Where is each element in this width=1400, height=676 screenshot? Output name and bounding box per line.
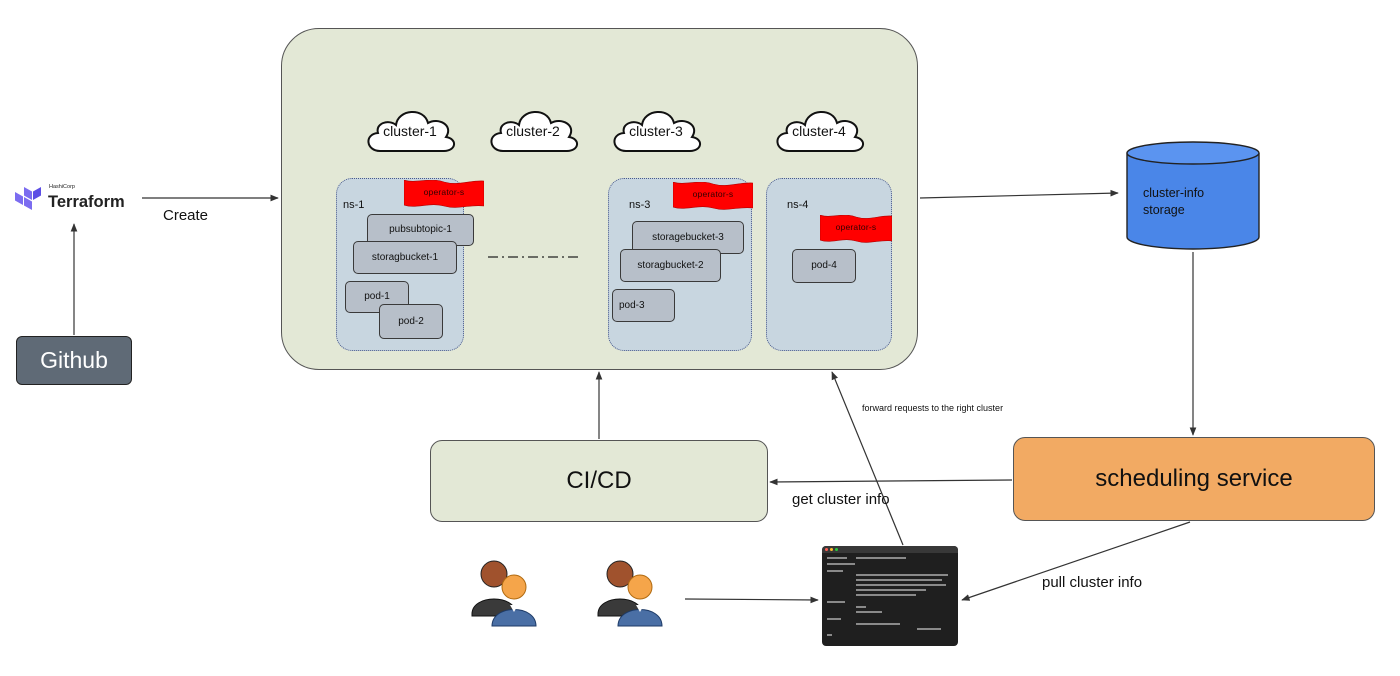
users-group-2 (596, 558, 668, 628)
users-icon (471, 560, 537, 627)
storage-label-line2: storage (1143, 202, 1185, 217)
cicd-node: CI/CD (430, 440, 768, 522)
create-label: Create (163, 207, 209, 224)
edge-scheduling-cicd (769, 478, 1013, 486)
close-dot-icon (825, 548, 828, 551)
storage-label-line1: cluster-info (1143, 186, 1205, 200)
github-node: Github (16, 336, 132, 385)
storage-label: cluster-info storage (1143, 185, 1204, 219)
scheduling-service-node: scheduling service (1013, 437, 1375, 521)
hashicorp-label: HashiCorp (49, 184, 75, 190)
users-group-1 (470, 558, 542, 628)
flag-label: operator-s (835, 222, 877, 232)
cluster-3-cloud: cluster-3 (604, 101, 708, 161)
database-icon (1126, 141, 1260, 250)
flag-icon (673, 182, 753, 210)
users-icon (597, 560, 663, 627)
cluster-1-cloud: cluster-1 (358, 101, 462, 161)
edge-main-storage (919, 189, 1119, 199)
operator-flag-ns-4: operator-s (820, 215, 892, 245)
cluster-label: cluster-4 (792, 123, 846, 139)
cloud-icon (613, 111, 701, 152)
resource-pod-3: pod-3 (612, 289, 675, 322)
resource-storagbucket-2: storagbucket-2 (620, 249, 721, 282)
namespace-label: ns-4 (787, 199, 809, 211)
maximize-dot-icon (835, 548, 838, 551)
namespace-label: ns-3 (629, 199, 651, 211)
cluster-label: cluster-2 (506, 123, 560, 139)
cluster-label: cluster-3 (629, 123, 683, 139)
flag-label: operator-s (692, 189, 734, 199)
cluster-info-storage: cluster-info storage (1126, 141, 1260, 251)
terminal-window (822, 546, 958, 646)
flag-icon (404, 180, 484, 208)
cloud-icon (776, 111, 864, 152)
minimize-dot-icon (830, 548, 833, 551)
operator-flag-ns-1: operator-s (404, 180, 484, 210)
flag-icon (820, 215, 892, 243)
resource-pod-4: pod-4 (792, 249, 856, 283)
forward-requests-label: forward requests to the right cluster (862, 403, 1004, 413)
get-cluster-info-label: get cluster info (792, 491, 890, 508)
resource-pod-1: pod-1 (345, 281, 409, 313)
flag-label: operator-s (423, 187, 465, 197)
resource-storagebucket-3: storagebucket-3 (632, 221, 744, 254)
terraform-logo-icon (15, 187, 41, 210)
ellipsis-separator (488, 256, 580, 258)
terraform-label: Terraform (48, 193, 125, 211)
terraform-logo: HashiCorp Terraform (14, 183, 144, 223)
resource-storagbucket-1: storagbucket-1 (353, 241, 457, 274)
namespace-label: ns-1 (343, 199, 365, 211)
resource-pod-2: pod-2 (379, 304, 443, 339)
cluster-label: cluster-1 (383, 123, 437, 139)
edge-terminal-main (831, 371, 904, 546)
cloud-icon (490, 111, 578, 152)
pull-cluster-info-label: pull cluster info (1042, 574, 1143, 591)
terminal-titlebar (822, 546, 958, 553)
cloud-icon (367, 111, 455, 152)
cluster-4-cloud: cluster-4 (767, 101, 871, 161)
edge-users-terminal (684, 596, 819, 604)
operator-flag-ns-3: operator-s (673, 182, 753, 212)
cluster-2-cloud: cluster-2 (481, 101, 585, 161)
edge-scheduling-terminal (961, 521, 1191, 601)
